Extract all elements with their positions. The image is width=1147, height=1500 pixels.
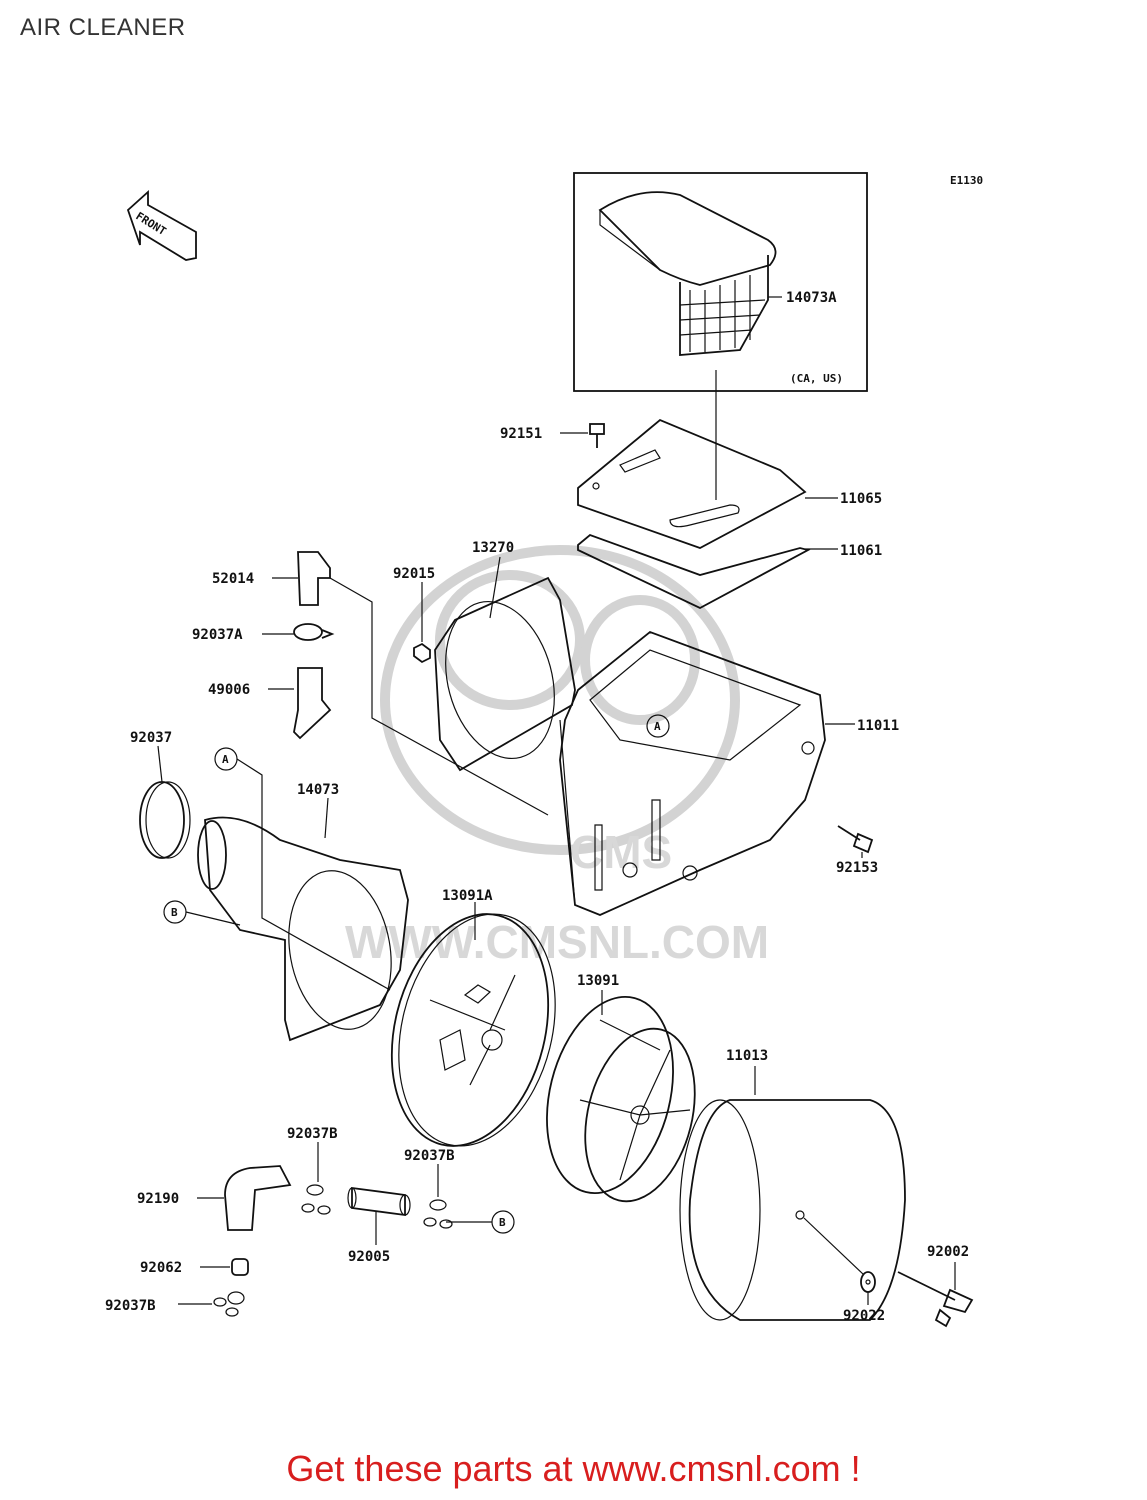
washer-92022 — [860, 1271, 876, 1293]
clamp-92037A — [293, 623, 335, 641]
clip-92037B-3 — [213, 1291, 245, 1317]
label-11061: 11061 — [840, 543, 882, 559]
airbox-11011 — [559, 630, 826, 916]
cage-13091 — [546, 995, 696, 1203]
label-92005: 92005 — [348, 1249, 390, 1265]
clip-92037B-1 — [301, 1184, 331, 1215]
label-14073A: 14073A — [786, 290, 837, 306]
label-92037A: 92037A — [192, 627, 243, 643]
label-92037: 92037 — [130, 730, 172, 746]
label-92037B-1: 92037B — [287, 1126, 338, 1142]
footer-link[interactable]: Get these parts at www.cmsnl.com ! — [286, 1448, 861, 1489]
bolt-92153 — [837, 825, 874, 854]
label-11011: 11011 — [857, 718, 899, 734]
label-92002: 92002 — [927, 1244, 969, 1260]
label-92151: 92151 — [500, 426, 542, 442]
pipe-92005 — [347, 1186, 411, 1217]
duct-49006 — [293, 667, 332, 740]
gasket-11061 — [577, 533, 811, 610]
cover-11065 — [577, 418, 807, 549]
wingbolt-92002 — [897, 1271, 974, 1328]
label-11013: 11013 — [726, 1048, 768, 1064]
label-52014: 52014 — [212, 571, 254, 587]
callout-a-airbox: A — [654, 720, 661, 733]
band-92037 — [139, 781, 191, 859]
backplate-13091A — [390, 913, 556, 1147]
variant-note: (CA, US) — [790, 372, 843, 385]
callout-a-circle — [646, 714, 670, 738]
label-13270: 13270 — [472, 540, 514, 556]
label-11065: 11065 — [840, 491, 882, 507]
label-92153: 92153 — [836, 860, 878, 876]
label-92022: 92022 — [843, 1308, 885, 1324]
callout-b-right: B — [499, 1216, 506, 1229]
filter-element-11013 — [679, 1099, 906, 1321]
label-92062: 92062 — [140, 1260, 182, 1276]
callout-a-left: A — [222, 753, 229, 766]
label-49006: 49006 — [208, 682, 250, 698]
watermark-logo-text: CMS — [570, 826, 672, 878]
callout-b-right-circle — [491, 1210, 515, 1234]
label-13091A: 13091A — [442, 888, 493, 904]
nut-92015 — [413, 642, 431, 664]
prefilter-part — [598, 191, 777, 356]
label-14073: 14073 — [297, 782, 339, 798]
elbow-52014 — [297, 551, 331, 606]
screw-92151 — [589, 423, 605, 448]
clip-92037B-2 — [423, 1199, 453, 1229]
page-title: AIR CLEANER — [20, 14, 186, 41]
label-92037B-3: 92037B — [105, 1298, 156, 1314]
watermark: CMS WWW.CMSNL.COM — [345, 545, 769, 968]
hose-92190 — [224, 1165, 292, 1231]
label-92190: 92190 — [137, 1191, 179, 1207]
label-13091: 13091 — [577, 973, 619, 989]
label-92015: 92015 — [393, 566, 435, 582]
label-92037B-2: 92037B — [404, 1148, 455, 1164]
watermark-text: WWW.CMSNL.COM — [345, 916, 769, 968]
variant-box — [573, 172, 868, 392]
intake-14073 — [197, 816, 409, 1042]
cap-92062 — [231, 1258, 249, 1276]
front-arrow-icon: FRONT — [126, 189, 197, 261]
callout-b-left: B — [171, 906, 178, 919]
diagram-code: E1130 — [950, 174, 983, 187]
